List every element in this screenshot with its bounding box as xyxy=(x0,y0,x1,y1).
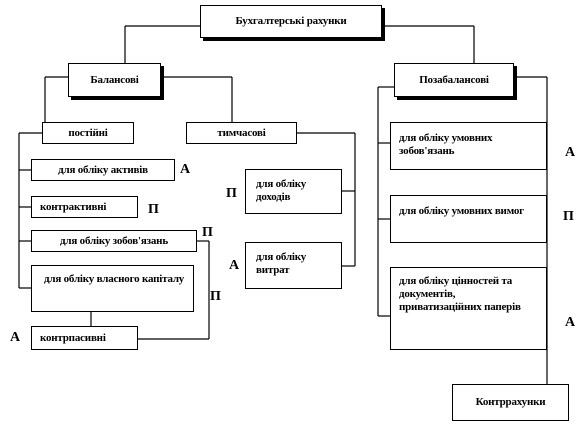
box-conditional-liabilities: для обліку умовних зобов'язань xyxy=(390,122,547,170)
mark-equity: П xyxy=(210,289,221,304)
box-expenses: для обліку витрат xyxy=(245,242,342,289)
box-valuables: для обліку цінностей та документів, прив… xyxy=(390,267,547,350)
mark-contra-active: П xyxy=(148,202,159,217)
mark-contra-passive: А xyxy=(10,330,21,345)
box-permanent: постійні xyxy=(42,122,134,144)
box-liabilities: для обліку зобов'язань xyxy=(31,230,197,252)
mark-expenses: А xyxy=(229,258,240,273)
box-offbalance-accounts: Позабалансові xyxy=(394,63,514,97)
box-contra-passive: контрпасивні xyxy=(31,326,138,350)
mark-assets: А xyxy=(180,162,191,177)
box-contra-accounts: Контррахунки xyxy=(452,384,569,421)
box-income: для обліку доходів xyxy=(245,169,342,214)
box-temporary: тимчасові xyxy=(186,122,297,144)
mark-income: П xyxy=(226,186,237,201)
mark-valuables: А xyxy=(565,315,576,330)
mark-conditional-liabilities: А xyxy=(565,145,576,160)
box-assets: для обліку активів xyxy=(31,159,175,181)
mark-conditional-claims: П xyxy=(563,209,574,224)
box-contra-active: контрактивні xyxy=(31,196,138,218)
box-equity: для обліку власного капіталу xyxy=(31,265,194,312)
mark-liabilities: П xyxy=(202,225,213,240)
box-accounts-root: Бухгалтерські рахунки xyxy=(200,5,382,38)
box-balance-accounts: Балансові xyxy=(68,63,161,97)
box-conditional-claims: для обліку умовних вимог xyxy=(390,195,547,243)
